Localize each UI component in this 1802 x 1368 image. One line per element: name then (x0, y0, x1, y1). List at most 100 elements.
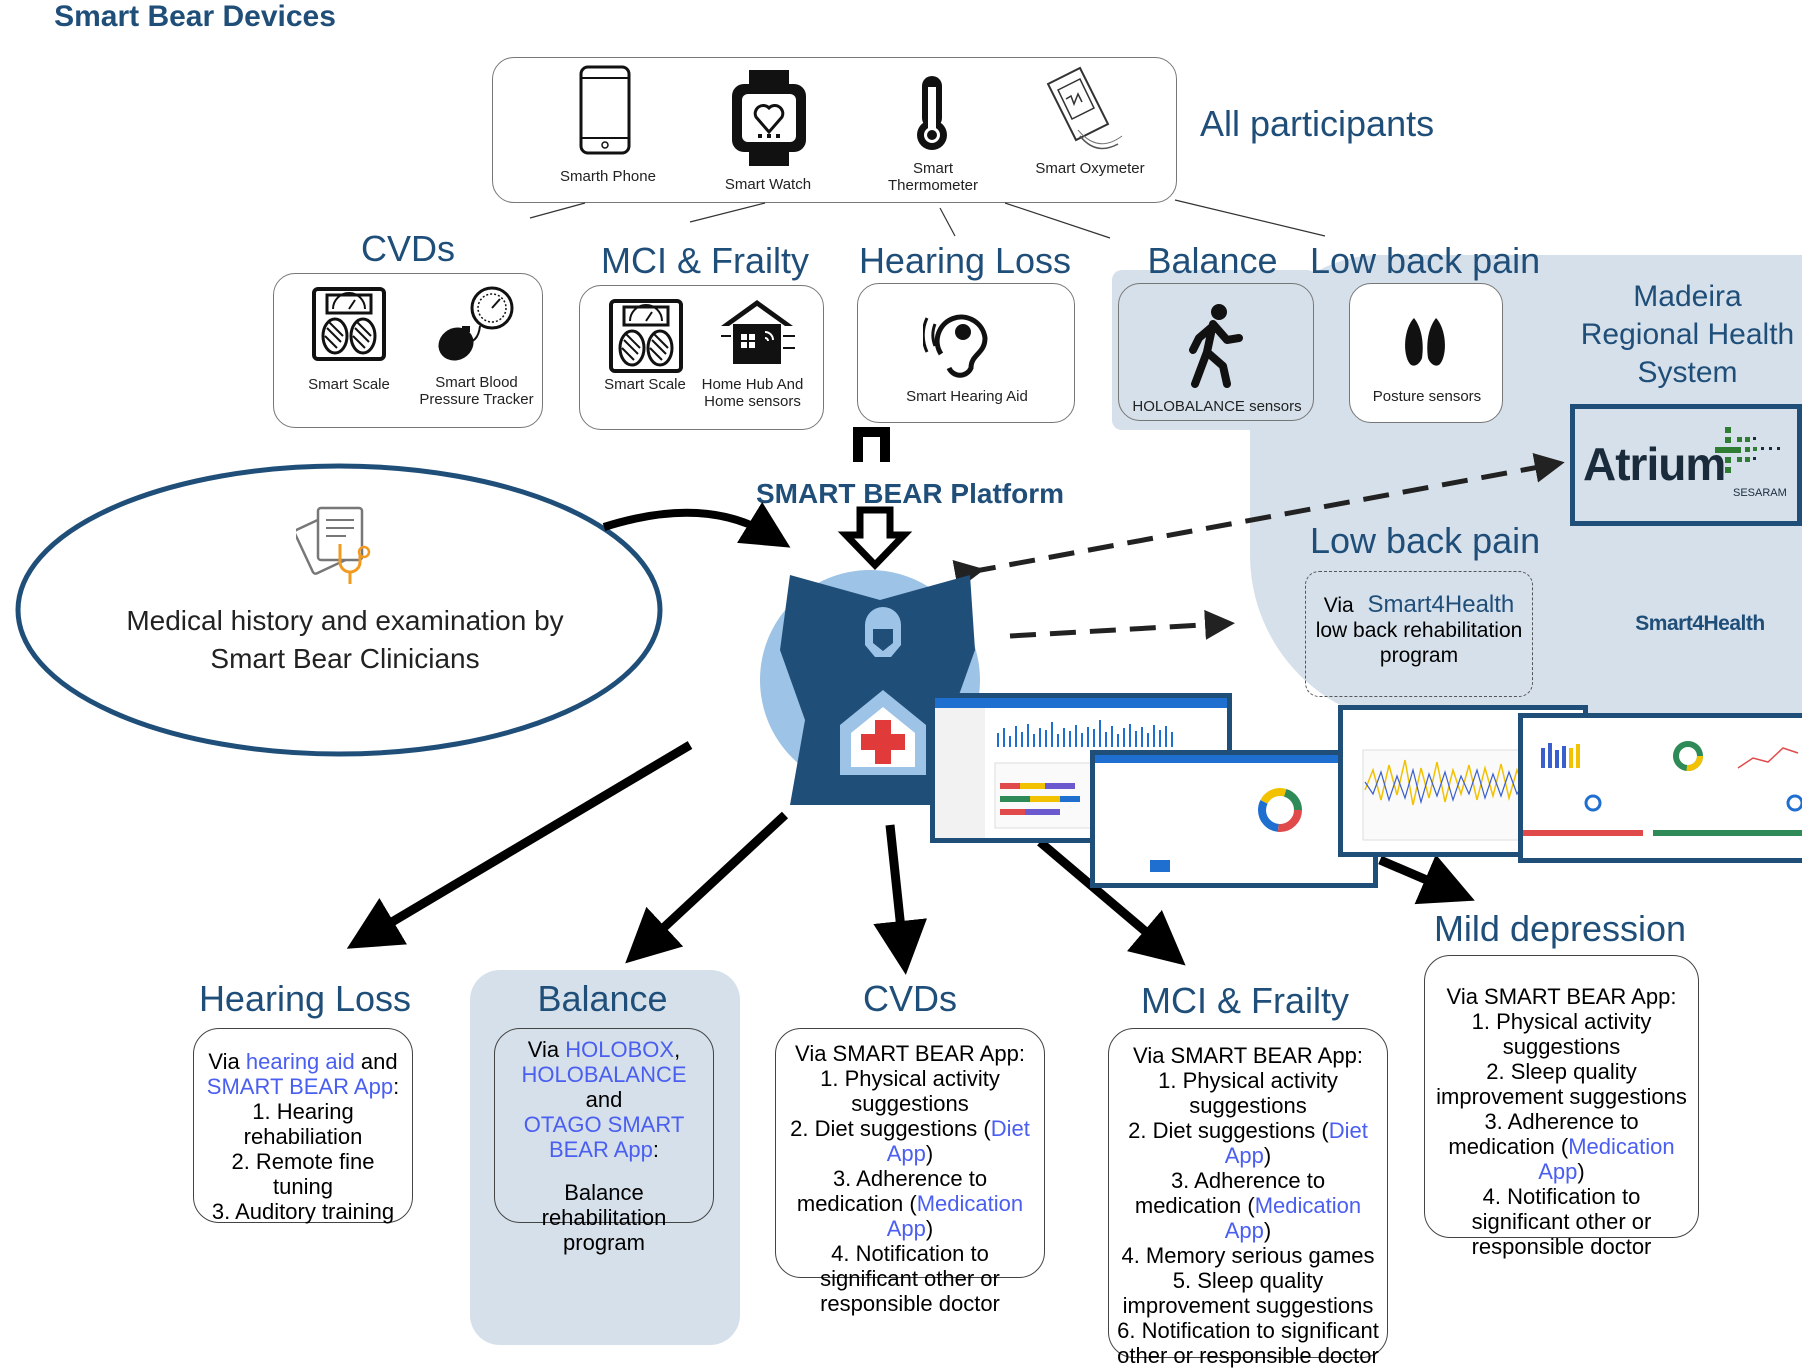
device-label-watch: Smart Watch (724, 176, 812, 193)
dashboard-donut-icon (1095, 755, 1373, 872)
medical-ellipse (15, 463, 663, 757)
text: 3. Adherence to medication ( (1448, 1109, 1639, 1159)
cat-title-hearing: Hearing Loss (858, 240, 1072, 281)
device-label-thermometer: Smart Thermometer (887, 160, 979, 194)
walking-person-icon (1189, 304, 1243, 388)
list-item: 1. Hearing rehabiliation (243, 1099, 363, 1149)
mci-devices-box: Smart Scale Home Hub And Home sensors (579, 285, 824, 430)
outcome-title-balance: Balance (537, 978, 668, 1019)
balance-body: Balance rehabilitation program (541, 1180, 667, 1255)
text: ) (925, 1141, 934, 1166)
atrium-dots-icon (1715, 427, 1780, 473)
smart4health-desc: low back rehabilitation program (1315, 619, 1523, 667)
dashboard-screenshot-2 (1090, 750, 1378, 888)
smart-bear-app-link[interactable]: SMART BEAR App (206, 1074, 394, 1099)
balance-devices-box: HOLOBALANCE sensors (1118, 283, 1314, 421)
list-item: 1. Physical activity suggestions (1471, 1009, 1652, 1059)
scale-icon (312, 287, 386, 361)
diet-app-link[interactable]: Diet App (1224, 1118, 1368, 1168)
diet-app-link[interactable]: Diet App (886, 1116, 1030, 1166)
device-label-hearing-aid: Smart Hearing Aid (906, 388, 1028, 405)
list-item: 3. Auditory training (211, 1199, 395, 1224)
smart-bear-logo (760, 570, 980, 805)
oxymeter-icon (1046, 66, 1123, 150)
list-item: 2. Remote fine tuning (231, 1149, 375, 1199)
list-item: 2. Sleep quality improvement suggestions (1436, 1059, 1687, 1109)
thermometer-icon (917, 76, 947, 150)
outcome-box-depression: Via SMART BEAR App: 1. Physical activity… (1424, 955, 1699, 1259)
text: : (652, 1137, 660, 1162)
text: , (674, 1037, 681, 1062)
text: 3. Adherence to medication ( (1134, 1168, 1326, 1218)
device-label-scale: Smart Scale (308, 376, 390, 393)
list-item: 1. Physical activity suggestions (1158, 1068, 1338, 1118)
cat-title-lowback: Low back pain (1310, 240, 1541, 281)
hearing-aid-link[interactable]: hearing aid (245, 1049, 355, 1074)
otago-app-link[interactable]: OTAGO SMART BEAR App (523, 1112, 685, 1162)
text: ) (1263, 1143, 1272, 1168)
list-item: 1. Physical activity suggestions (820, 1066, 1000, 1116)
medication-app-link[interactable]: Medication App (1538, 1134, 1675, 1184)
text: ) (1577, 1159, 1585, 1184)
cat-title-mci: MCI & Frailty (600, 240, 809, 281)
atrium-logo-text: Atrium (1583, 438, 1726, 490)
holobox-link[interactable]: HOLOBOX (565, 1037, 675, 1062)
atrium-logo-sub: SESARAM (1733, 487, 1787, 499)
list-head: Via SMART BEAR App: (1133, 1043, 1363, 1068)
text: : (393, 1074, 400, 1099)
text: 2. Diet suggestions ( (790, 1116, 991, 1141)
medication-app-link[interactable]: Medication App (886, 1191, 1024, 1241)
smartwatch-icon (732, 70, 806, 166)
list-item: 4. Notification to significant other or … (1471, 1184, 1652, 1259)
outcome-box-mci: Via SMART BEAR App: 1. Physical activity… (1108, 1028, 1388, 1368)
device-label-home-hub: Home Hub And Home sensors (701, 376, 804, 410)
device-label-posture: Posture sensors (1372, 388, 1482, 405)
cat-title-cvds: CVDs (360, 228, 455, 269)
text: and (585, 1087, 623, 1112)
device-label-bp: Smart Blood Pressure Tracker (419, 374, 534, 408)
device-label-scale: Smart Scale (604, 376, 686, 393)
text: Via (208, 1049, 246, 1074)
all-participants-label: All participants (1200, 103, 1435, 144)
outcome-box-hearing: Via hearing aid and SMART BEAR App: 1. H… (193, 1028, 413, 1224)
smartphone-icon (579, 65, 631, 155)
dashboard-screenshot-4 (1518, 713, 1802, 863)
holobalance-link[interactable]: HOLOBALANCE (521, 1062, 687, 1087)
lowback-devices-box: Posture sensors (1349, 283, 1503, 423)
text: 2. Diet suggestions ( (1128, 1118, 1329, 1143)
list-head: Via SMART BEAR App: (1446, 984, 1677, 1009)
dashboard-line-icon (1362, 730, 1559, 841)
outcome-box-cvds: Via SMART BEAR App: 1. Physical activity… (775, 1028, 1045, 1316)
home-hub-icon (721, 300, 795, 364)
clipboard-doctor-icon (296, 506, 371, 584)
blood-pressure-icon (438, 286, 514, 361)
smart4health-logo: Smart4Health (1635, 612, 1765, 635)
list-item: 4. Memory serious games (1121, 1243, 1375, 1268)
hearing-devices-box: Smart Hearing Aid (857, 283, 1075, 423)
device-label-holobalance: HOLOBALANCE sensors (1132, 398, 1302, 415)
posture-sensor-icon (1405, 318, 1445, 366)
devices-box: Smarth Phone Smart Watch Smart Thermomet… (492, 57, 1177, 203)
text: ) (1263, 1218, 1272, 1243)
cvd-devices-box: Smart Scale Smart Blood Pressure Tracker (273, 273, 543, 428)
hearing-aid-icon (923, 314, 988, 378)
device-label-oxymeter: Smart Oxymeter (1035, 160, 1145, 177)
list-item: 6. Notification to significant other or … (1117, 1318, 1379, 1368)
list-item: 4. Notification to significant other or … (820, 1241, 1000, 1316)
outcome-title-hearing: Hearing Loss (198, 978, 412, 1019)
connector-lines (529, 199, 1326, 239)
list-head: Via SMART BEAR App: (795, 1041, 1025, 1066)
smart4health-link[interactable]: Smart4Health (1367, 591, 1515, 618)
text: ) (925, 1216, 934, 1241)
madeira-title: Madeira Regional Health System (1580, 280, 1795, 389)
text: and (354, 1049, 398, 1074)
via-label: Via (1323, 594, 1354, 617)
dashboard-widgets-icon (1523, 741, 1802, 836)
text: 3. Adherence to medication ( (796, 1166, 988, 1216)
cat-title-balance: Balance (1147, 240, 1278, 281)
scale-icon (609, 299, 683, 373)
medication-app-link[interactable]: Medication App (1224, 1193, 1362, 1243)
outcome-title-cvds: CVDs (862, 978, 957, 1019)
list-item: 5. Sleep quality improvement suggestions (1122, 1268, 1374, 1318)
